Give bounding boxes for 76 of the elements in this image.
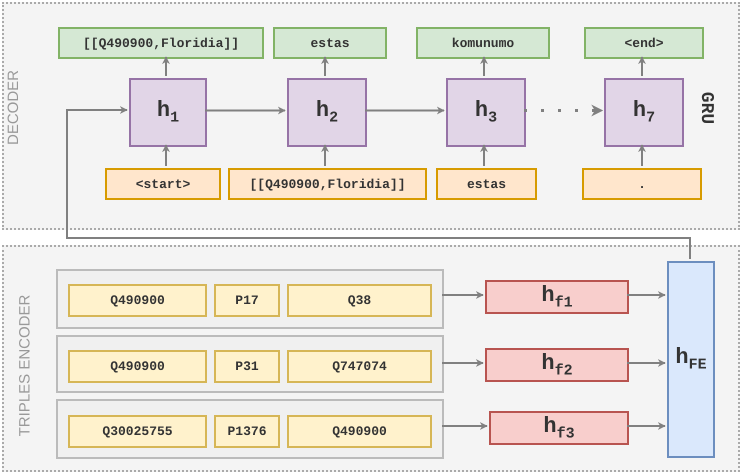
fact-encoding-box — [489, 411, 629, 445]
arrow — [442, 359, 484, 367]
arrow — [442, 291, 484, 299]
output-token-box — [58, 27, 264, 59]
arrow — [638, 56, 646, 76]
encoder-state-label: h$_{FE}$ — [675, 345, 707, 374]
triple-element-box — [68, 284, 207, 317]
panel — [2, 2, 740, 230]
fact-encoding-box — [485, 280, 629, 314]
triple-element: Q38 — [348, 293, 372, 308]
triple-element: P17 — [235, 293, 259, 308]
fact-encoding-label: h$_{f3}$ — [543, 414, 575, 442]
fact-encoding-label: h$_{f1}$ — [541, 282, 573, 312]
hidden-state-label: h$_{3}$ — [474, 98, 498, 127]
hidden-state-label: h$_{7}$ — [632, 98, 656, 127]
triple-element: P31 — [235, 359, 259, 374]
hidden-state-label: h$_{1}$ — [156, 98, 180, 127]
arrow — [480, 56, 488, 76]
panel-heading: TRIPLES ENCODER — [16, 294, 34, 436]
hidden-state-label: h$_{2}$ — [316, 98, 338, 127]
input-token: <start> — [136, 176, 190, 192]
output-token: [[Q490900,Floridia]] — [82, 36, 240, 50]
arrow — [321, 144, 329, 166]
triple-element: Q490900 — [332, 424, 387, 439]
encoder-state-box — [667, 261, 715, 458]
input-token-box — [436, 168, 537, 200]
triple-row-box — [56, 269, 444, 329]
hidden-state-box — [129, 78, 207, 147]
triple-element: P1376 — [227, 424, 266, 439]
triple-row-box — [56, 399, 444, 459]
panel-heading: DECODER — [5, 70, 22, 145]
output-token-box — [584, 27, 704, 59]
triple-element: Q747074 — [332, 359, 387, 374]
input-token: estas — [466, 176, 506, 192]
triple-element: Q30025755 — [102, 424, 173, 439]
output-token-box — [416, 27, 550, 59]
hidden-state-box — [446, 78, 526, 147]
hidden-state-box — [604, 78, 684, 147]
output-token: komunumo — [452, 36, 514, 50]
triple-element: Q490900 — [110, 359, 165, 374]
arrow — [638, 144, 646, 166]
triple-element-box — [287, 350, 432, 383]
fact-encoding-box — [485, 348, 629, 382]
arrow — [321, 56, 329, 76]
input-token-box — [228, 168, 427, 200]
arrow — [480, 144, 488, 166]
input-token: [[Q490900,Floridia]] — [249, 176, 406, 192]
arrow — [162, 56, 170, 76]
input-token-box — [105, 168, 221, 200]
fact-encoding-label: h$_{f2}$ — [541, 350, 573, 380]
output-token-box — [273, 27, 387, 59]
hidden-state-box — [287, 78, 367, 147]
arrow — [442, 422, 488, 430]
arrow — [66, 106, 691, 259]
arrow — [205, 106, 286, 114]
output-token: <end> — [624, 36, 664, 50]
arrow — [365, 106, 445, 114]
triple-element-box — [68, 415, 207, 448]
triple-element-box — [287, 284, 432, 317]
triple-element-box — [68, 350, 207, 383]
arrow — [627, 359, 666, 367]
triple-element-box — [214, 350, 280, 383]
arrow — [627, 422, 666, 430]
dotted-arrow — [524, 104, 604, 116]
model-type-label: GRU — [696, 92, 716, 124]
triple-element-box — [214, 284, 280, 317]
triple-element-box — [287, 415, 432, 448]
output-token: estas — [310, 36, 350, 50]
triple-element-box — [214, 415, 280, 448]
triple-element: Q490900 — [110, 293, 165, 308]
arrow — [627, 291, 666, 299]
input-token-box — [582, 168, 702, 200]
input-token: . — [638, 176, 646, 192]
panel — [2, 245, 740, 472]
triple-row-box — [56, 335, 444, 393]
arrow — [162, 144, 170, 166]
